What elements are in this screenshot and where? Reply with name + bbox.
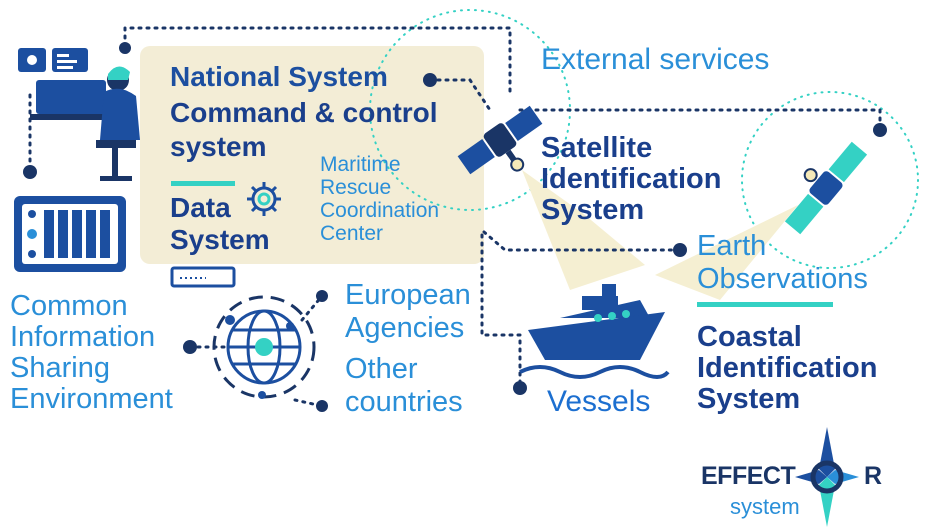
agencies-line-1: European xyxy=(345,279,471,311)
cise-line-3: Sharing xyxy=(10,352,110,384)
operator-icon xyxy=(18,48,140,181)
storage-box-icon xyxy=(170,266,236,288)
server-rack-icon xyxy=(14,196,126,272)
mrcc-line-2: Rescue xyxy=(320,176,392,199)
countries-line-1: Other xyxy=(345,353,418,385)
logo-text-right: R xyxy=(864,462,883,490)
national-system-panel xyxy=(140,46,484,264)
globe-network-icon xyxy=(212,295,316,399)
connector-dots xyxy=(23,42,887,412)
national-system-title: National System xyxy=(170,61,388,92)
satellite-icon-right xyxy=(784,141,868,235)
data-system-label: Data System xyxy=(170,192,270,256)
countries-line-2: countries xyxy=(345,386,463,418)
mrcc-line-3: Coordination xyxy=(320,199,440,222)
satellite-line-1: Satellite xyxy=(541,132,653,164)
other-countries-label: Other countries xyxy=(345,353,463,419)
earth-observations-label: Earth Observations xyxy=(697,230,868,296)
earth-observation-beam xyxy=(655,205,798,300)
coastal-line-1: Coastal xyxy=(697,321,802,353)
vessels-label: Vessels xyxy=(547,385,651,418)
divider-national xyxy=(171,181,235,186)
command-control-label: Command & control system xyxy=(170,96,438,164)
external-services-label: External services xyxy=(541,43,770,76)
cise-line-2: Information xyxy=(10,321,156,353)
cise-line-4: Environment xyxy=(10,383,173,415)
earth-line-2: Observations xyxy=(697,263,868,295)
cise-line-1: Common xyxy=(10,290,128,322)
logo-subtext: system xyxy=(730,494,800,519)
satellite-identification-label: Satellite Identification System xyxy=(541,133,721,226)
earth-line-1: Earth xyxy=(697,230,767,262)
agencies-line-2: Agencies xyxy=(345,312,465,344)
satellite-beam xyxy=(522,170,645,290)
mrcc-label: Maritime Rescue Coordination Center xyxy=(320,153,439,245)
cise-label: Common Information Sharing Environment xyxy=(10,291,173,415)
logo-text-left: EFFECT xyxy=(701,462,796,490)
data-line-2: System xyxy=(170,224,270,255)
data-line-1: Data xyxy=(170,192,231,223)
orbit-circle-right xyxy=(741,91,919,269)
european-agencies-label: European Agencies xyxy=(345,279,471,345)
compass-star-icon xyxy=(795,427,859,527)
coastal-line-3: System xyxy=(697,383,801,415)
coastal-identification-label: Coastal Identification System xyxy=(697,322,877,415)
gear-icon xyxy=(247,182,281,216)
ship-icon xyxy=(519,284,670,379)
mrcc-line-1: Maritime xyxy=(320,153,401,176)
command-line-1: Command & control xyxy=(170,97,438,128)
satellite-line-2: Identification xyxy=(541,163,722,195)
command-line-2: system xyxy=(170,131,267,162)
mrcc-line-4: Center xyxy=(320,222,384,245)
coastal-line-2: Identification xyxy=(697,352,878,384)
satellite-line-3: System xyxy=(541,194,645,226)
satellite-icon xyxy=(457,105,543,175)
divider-earth xyxy=(697,302,833,307)
